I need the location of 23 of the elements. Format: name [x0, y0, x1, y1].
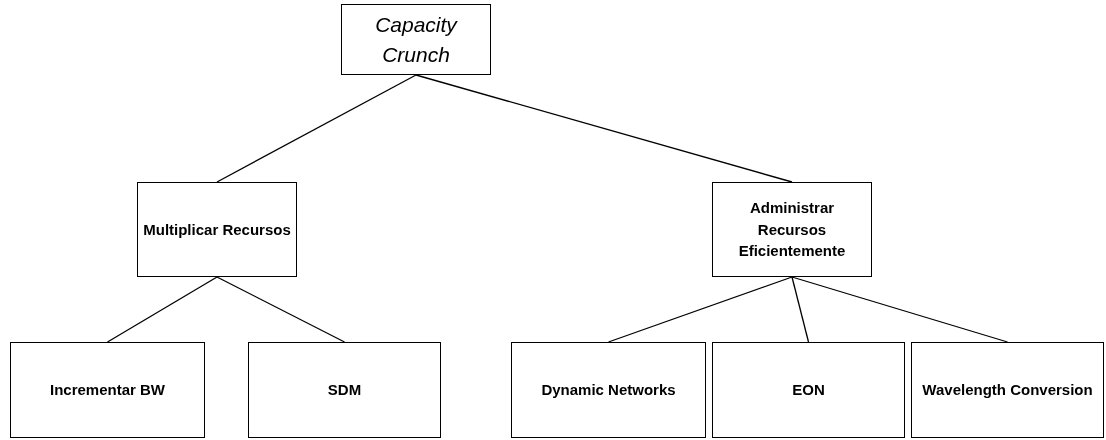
connector-line — [106, 276, 218, 343]
process-box — [248, 342, 441, 438]
node-label: Capacity Crunch — [374, 12, 459, 68]
node-label: Incrementar BW — [50, 380, 165, 401]
node-label: Administrar Recursos Eficientemente — [737, 197, 847, 262]
connector-line — [791, 276, 1009, 343]
node-label: Multiplicar Recursos — [143, 219, 291, 240]
connector-line — [791, 276, 810, 343]
node-label: SDM — [327, 380, 362, 401]
process-box — [10, 342, 205, 438]
process-box — [341, 4, 491, 75]
process-box — [712, 342, 905, 438]
process-box — [712, 182, 872, 277]
node-label: Wavelength Conversion — [922, 380, 1093, 401]
process-box — [511, 342, 706, 438]
node-label: EON — [792, 380, 825, 401]
process-box — [911, 342, 1104, 438]
connector-line — [415, 74, 793, 183]
node-label: Dynamic Networks — [541, 380, 676, 401]
connector-line — [216, 276, 346, 343]
connector-line — [607, 276, 793, 343]
connector-line — [216, 74, 417, 183]
process-box — [137, 182, 297, 277]
